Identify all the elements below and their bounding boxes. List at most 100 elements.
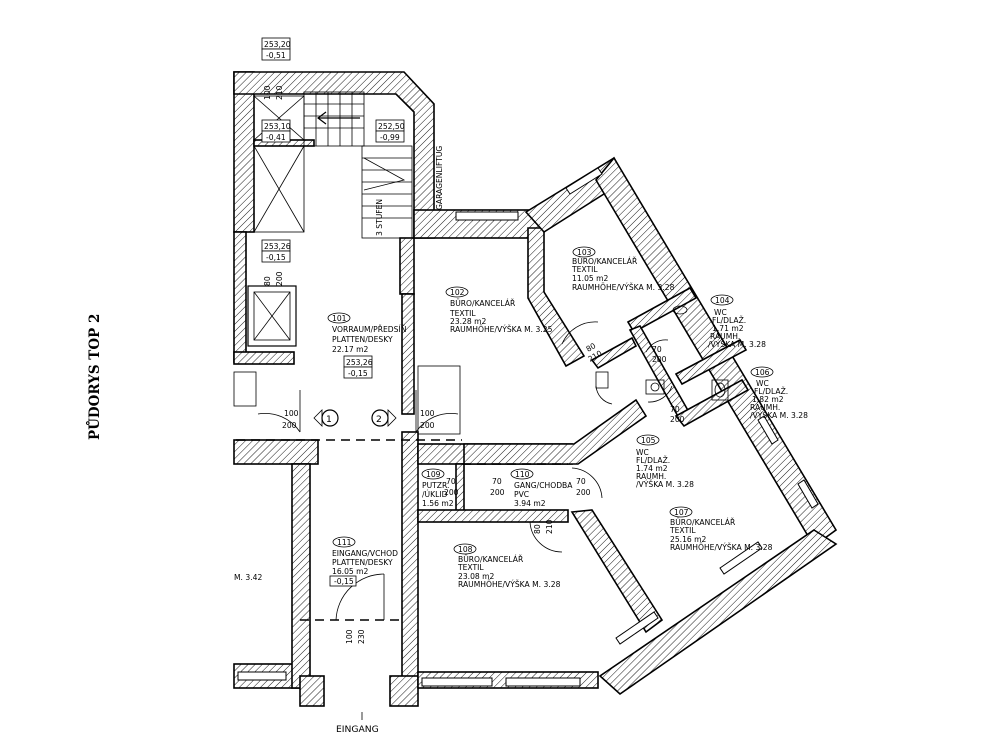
plan-text-rooms-2-lines-3: RAUMHÖHE/VÝŠKA M. 3.28 bbox=[572, 283, 675, 292]
plan-text-rooms-2-lines-2: 11.05 m2 bbox=[572, 274, 609, 283]
plan-text-rooms-6-lines-1: TEXTIL bbox=[669, 526, 696, 535]
plan-text-door_sizes-7-w: 100 bbox=[345, 629, 354, 644]
room-101: 101 VORRAUM/PŘEDSÍŇ PLATTEN/DESKY 22.17 … bbox=[327, 312, 406, 354]
plan-text-door_sizes-2-w: 100 bbox=[284, 409, 299, 418]
plan-text-rooms-7-lines-2: 23.08 m2 bbox=[458, 572, 495, 581]
room-102: 102 BÜRO/KANCELÁŘ TEXTIL 23.28 m2 RAUMHÖ… bbox=[445, 286, 553, 334]
plan-text-rooms-5-lines-4: /VÝŠKA M. 3.28 bbox=[750, 411, 808, 420]
plan-text-rooms-3-lines-4: /VÝŠKA M. 3.28 bbox=[708, 340, 766, 349]
plan-text-rooms-6-lines-3: RAUMHÖHE/VÝŠKA M. 3.28 bbox=[670, 543, 773, 552]
plan-text-rooms-6-id: 107 bbox=[674, 508, 689, 517]
plan-text-rooms-5-id: 106 bbox=[755, 368, 770, 377]
room-107: 107 BÜRO/KANCELÁŘ TEXTIL 25.16 m2 RAUMHÖ… bbox=[669, 506, 773, 552]
room-108: 108 BÜRO/KANCELÁŘ TEXTIL 23.08 m2 RAUMHÖ… bbox=[453, 543, 561, 589]
plan-text-door_sizes-0-h: 210 bbox=[275, 85, 284, 100]
plan-text-rooms-1-id: 102 bbox=[450, 288, 465, 297]
plan-text-door_sizes-5-w: 70 bbox=[492, 477, 502, 486]
plan-text-rooms-10-lines-2: 16.05 m2 bbox=[332, 567, 369, 576]
door-size-labels: 100 210 80 200 100 200 100 200 70 200 70… bbox=[263, 85, 685, 644]
level-1-top: 253,20 bbox=[264, 40, 291, 49]
plan-text-rooms-4-lines-1: FL/DLAŽ. bbox=[636, 456, 670, 465]
level-5-top: 253,26 bbox=[346, 358, 373, 367]
plan-text-rooms-9-lines-0: GANG/CHODBA bbox=[514, 481, 573, 490]
plan-text-rooms-7-id: 108 bbox=[458, 545, 473, 554]
plan-text-door_sizes-3-w: 100 bbox=[420, 409, 435, 418]
plan-text-rooms-4-lines-2: 1.74 m2 bbox=[636, 464, 668, 473]
plan-text-rooms-3-id: 104 bbox=[715, 296, 730, 305]
plan-text-rooms-2-lines-0: BÜRO/KANCELÁŘ bbox=[572, 257, 638, 266]
plan-text-door_sizes-4-w: 70 bbox=[446, 477, 456, 486]
plan-text-rooms-1-lines-2: 23.28 m2 bbox=[450, 317, 487, 326]
plan-text-rooms-5-lines-3: RAUMH. bbox=[750, 403, 780, 412]
windows bbox=[237, 167, 819, 687]
plan-text-door_sizes-9-h: 200 bbox=[652, 355, 667, 364]
level-4-top: 253,26 bbox=[264, 242, 291, 251]
room-105: 105 WC FL/DLAŽ. 1.74 m2 RAUMH. /VÝŠKA M.… bbox=[636, 434, 694, 489]
plan-text-rooms-9-id: 110 bbox=[515, 470, 530, 479]
sanitary-fixtures bbox=[595, 305, 729, 401]
plan-text-rooms-3-lines-0: WC bbox=[714, 308, 727, 317]
plan-text-door_sizes-6-h: 210 bbox=[545, 519, 554, 534]
plan-text-rooms-0-id: 101 bbox=[332, 314, 347, 323]
plan-text-rooms-3-lines-3: RAUMH. bbox=[710, 332, 740, 341]
plan-text-door_sizes-4-h: 200 bbox=[444, 488, 459, 497]
plan-text-rooms-7-lines-1: TEXTIL bbox=[457, 563, 484, 572]
plan-text-rooms-1-lines-3: RAUMHÖHE/VÝŠKA M. 3.25 bbox=[450, 325, 553, 334]
plan-text-door_sizes-10-h: 200 bbox=[670, 415, 685, 424]
dashed-lines bbox=[236, 439, 568, 621]
room-111: 111 EINGANG/VCHOD PLATTEN/DESKY 16.05 m2… bbox=[329, 536, 398, 587]
plan-text-rooms-7-lines-0: BÜRO/KANCELÁŘ bbox=[458, 555, 524, 564]
plan-text-rooms-10-lines-3: -0,15 bbox=[334, 577, 354, 586]
plan-text-door_sizes-9-w: 70 bbox=[652, 345, 662, 354]
plan-text-rooms-2-id: 103 bbox=[577, 248, 592, 257]
room-109: 109 PUTZR. /ÚKLID 1.56 m2 bbox=[421, 468, 454, 508]
level-markers: 253,20 -0,51 253,10 -0,41 252,50 -0,99 2… bbox=[261, 37, 405, 379]
plan-text-rooms-3-lines-1: FL/DLAŽ. bbox=[712, 316, 746, 325]
plan-text-door_sizes-10-w: 70 bbox=[670, 405, 680, 414]
plan-text-rooms-8-lines-0: PUTZR. bbox=[422, 481, 449, 490]
garage-lift-label: GARAGENLIFTUG bbox=[435, 146, 444, 210]
room-104: 104 WC FL/DLAŽ. 1.71 m2 RAUMH. /VÝŠKA M.… bbox=[708, 294, 766, 349]
plan-text-rooms-8-lines-1: /ÚKLID bbox=[422, 490, 448, 499]
plan-text-rooms-8-lines-2: 1.56 m2 bbox=[422, 499, 454, 508]
plan-text-door_sizes-8-w: 70 bbox=[576, 477, 586, 486]
plan-text-rooms-4-id: 105 bbox=[641, 436, 656, 445]
section-mark-1: 1 bbox=[326, 414, 332, 425]
plan-text-rooms-7-lines-3: RAUMHÖHE/VÝŠKA M. 3.28 bbox=[458, 580, 561, 589]
level-5-bottom: -0,15 bbox=[348, 369, 368, 378]
level-2-top: 253,10 bbox=[264, 122, 291, 131]
plan-text-rooms-10-id: 111 bbox=[337, 538, 352, 547]
plan-text-rooms-10-lines-1: PLATTEN/DESKY bbox=[332, 558, 393, 567]
room-110: 110 GANG/CHODBA PVC 3.94 m2 bbox=[510, 468, 573, 508]
plan-text-rooms-6-lines-2: 25.16 m2 bbox=[670, 535, 707, 544]
stair-core bbox=[233, 91, 413, 407]
plan-text-door_sizes-1-w: 80 bbox=[263, 276, 272, 286]
plan-text-rooms-1-lines-1: TEXTIL bbox=[449, 309, 476, 318]
walls bbox=[233, 71, 838, 707]
plan-text-rooms-2-lines-1: TEXTIL bbox=[571, 265, 598, 274]
plan-text-rooms-1-lines-0: BÜRO/KANCELÁŘ bbox=[450, 299, 516, 308]
stair-note: 3 STUFEN bbox=[375, 199, 384, 236]
level-2-bottom: -0,41 bbox=[266, 133, 286, 142]
entrance-label: EINGANG bbox=[336, 724, 379, 735]
room-labels: 101 VORRAUM/PŘEDSÍŇ PLATTEN/DESKY 22.17 … bbox=[327, 246, 808, 589]
plan-text-door_sizes-11-w: 80 bbox=[585, 341, 598, 354]
plan-text-rooms-0-lines-1: PLATTEN/DESKY bbox=[332, 335, 393, 344]
plan-text-rooms-9-lines-1: PVC bbox=[514, 490, 529, 499]
doors bbox=[257, 321, 673, 621]
plan-text-rooms-5-lines-1: FL/DLAŽ. bbox=[754, 387, 788, 396]
plan-text-door_sizes-1-h: 200 bbox=[275, 271, 284, 286]
room-106: 106 WC FL/DLAŽ. 1.82 m2 RAUMH. /VÝŠKA M.… bbox=[750, 366, 808, 420]
level-3-bottom: -0,99 bbox=[380, 133, 400, 142]
section-markers: 1 2 bbox=[313, 409, 397, 427]
level-4-bottom: -0,15 bbox=[266, 253, 286, 262]
plan-text-rooms-10-lines-0: EINGANG/VCHOD bbox=[332, 549, 398, 558]
room-103: 103 BÜRO/KANCELÁŘ TEXTIL 11.05 m2 RAUMHÖ… bbox=[571, 246, 675, 292]
plan-text-rooms-6-lines-0: BÜRO/KANCELÁŘ bbox=[670, 518, 736, 527]
plan-text-rooms-4-lines-4: /VÝŠKA M. 3.28 bbox=[636, 480, 694, 489]
plan-text-door_sizes-8-h: 200 bbox=[576, 488, 591, 497]
plan-text-rooms-9-lines-2: 3.94 m2 bbox=[514, 499, 546, 508]
plan-text-rooms-4-lines-3: RAUMH. bbox=[636, 472, 666, 481]
plan-text-rooms-5-lines-0: WC bbox=[756, 379, 769, 388]
